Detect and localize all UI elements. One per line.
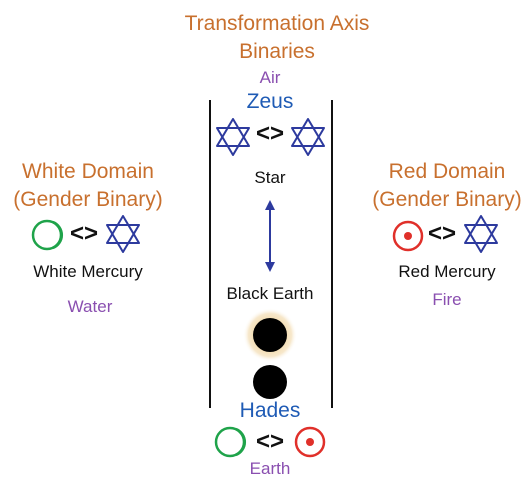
air-element-label: Air — [259, 68, 281, 87]
diagram-title-line1: Transformation Axis — [184, 12, 370, 35]
white-domain-subtitle: (Gender Binary) — [13, 188, 163, 211]
star-of-david-icon — [216, 118, 250, 156]
zeus-link-symbol: <> — [255, 120, 285, 147]
hades-link-symbol: <> — [255, 428, 285, 455]
hades-label: Hades — [239, 399, 301, 422]
star-of-david-icon — [291, 118, 325, 156]
earth-element-label: Earth — [249, 459, 291, 478]
star-label: Star — [254, 168, 286, 187]
zeus-label: Zeus — [246, 90, 294, 113]
white-crescent-icon — [214, 426, 246, 458]
red-mercury-label: Red Mercury — [398, 262, 496, 281]
black-earth-label: Black Earth — [226, 284, 314, 303]
red-domain-subtitle: (Gender Binary) — [372, 188, 522, 211]
axis-right-line — [331, 100, 333, 408]
fire-element-label: Fire — [432, 290, 462, 309]
double-arrow-icon — [265, 200, 275, 272]
star-of-david-icon — [106, 215, 140, 253]
red-domain-link-symbol: <> — [427, 220, 457, 247]
black-earth-icon — [243, 308, 297, 362]
white-crescent-icon — [31, 219, 63, 251]
white-mercury-label: White Mercury — [33, 262, 143, 281]
white-domain-link-symbol: <> — [69, 220, 99, 247]
red-sun-icon — [294, 426, 326, 458]
star-of-david-icon — [464, 215, 498, 253]
red-sun-icon — [392, 220, 424, 252]
axis-left-line — [209, 100, 211, 408]
red-domain-title: Red Domain — [388, 160, 506, 183]
diagram-title-line2: Binaries — [239, 40, 315, 63]
white-domain-title: White Domain — [22, 160, 154, 183]
water-element-label: Water — [67, 297, 113, 316]
black-earth-icon — [253, 365, 287, 399]
